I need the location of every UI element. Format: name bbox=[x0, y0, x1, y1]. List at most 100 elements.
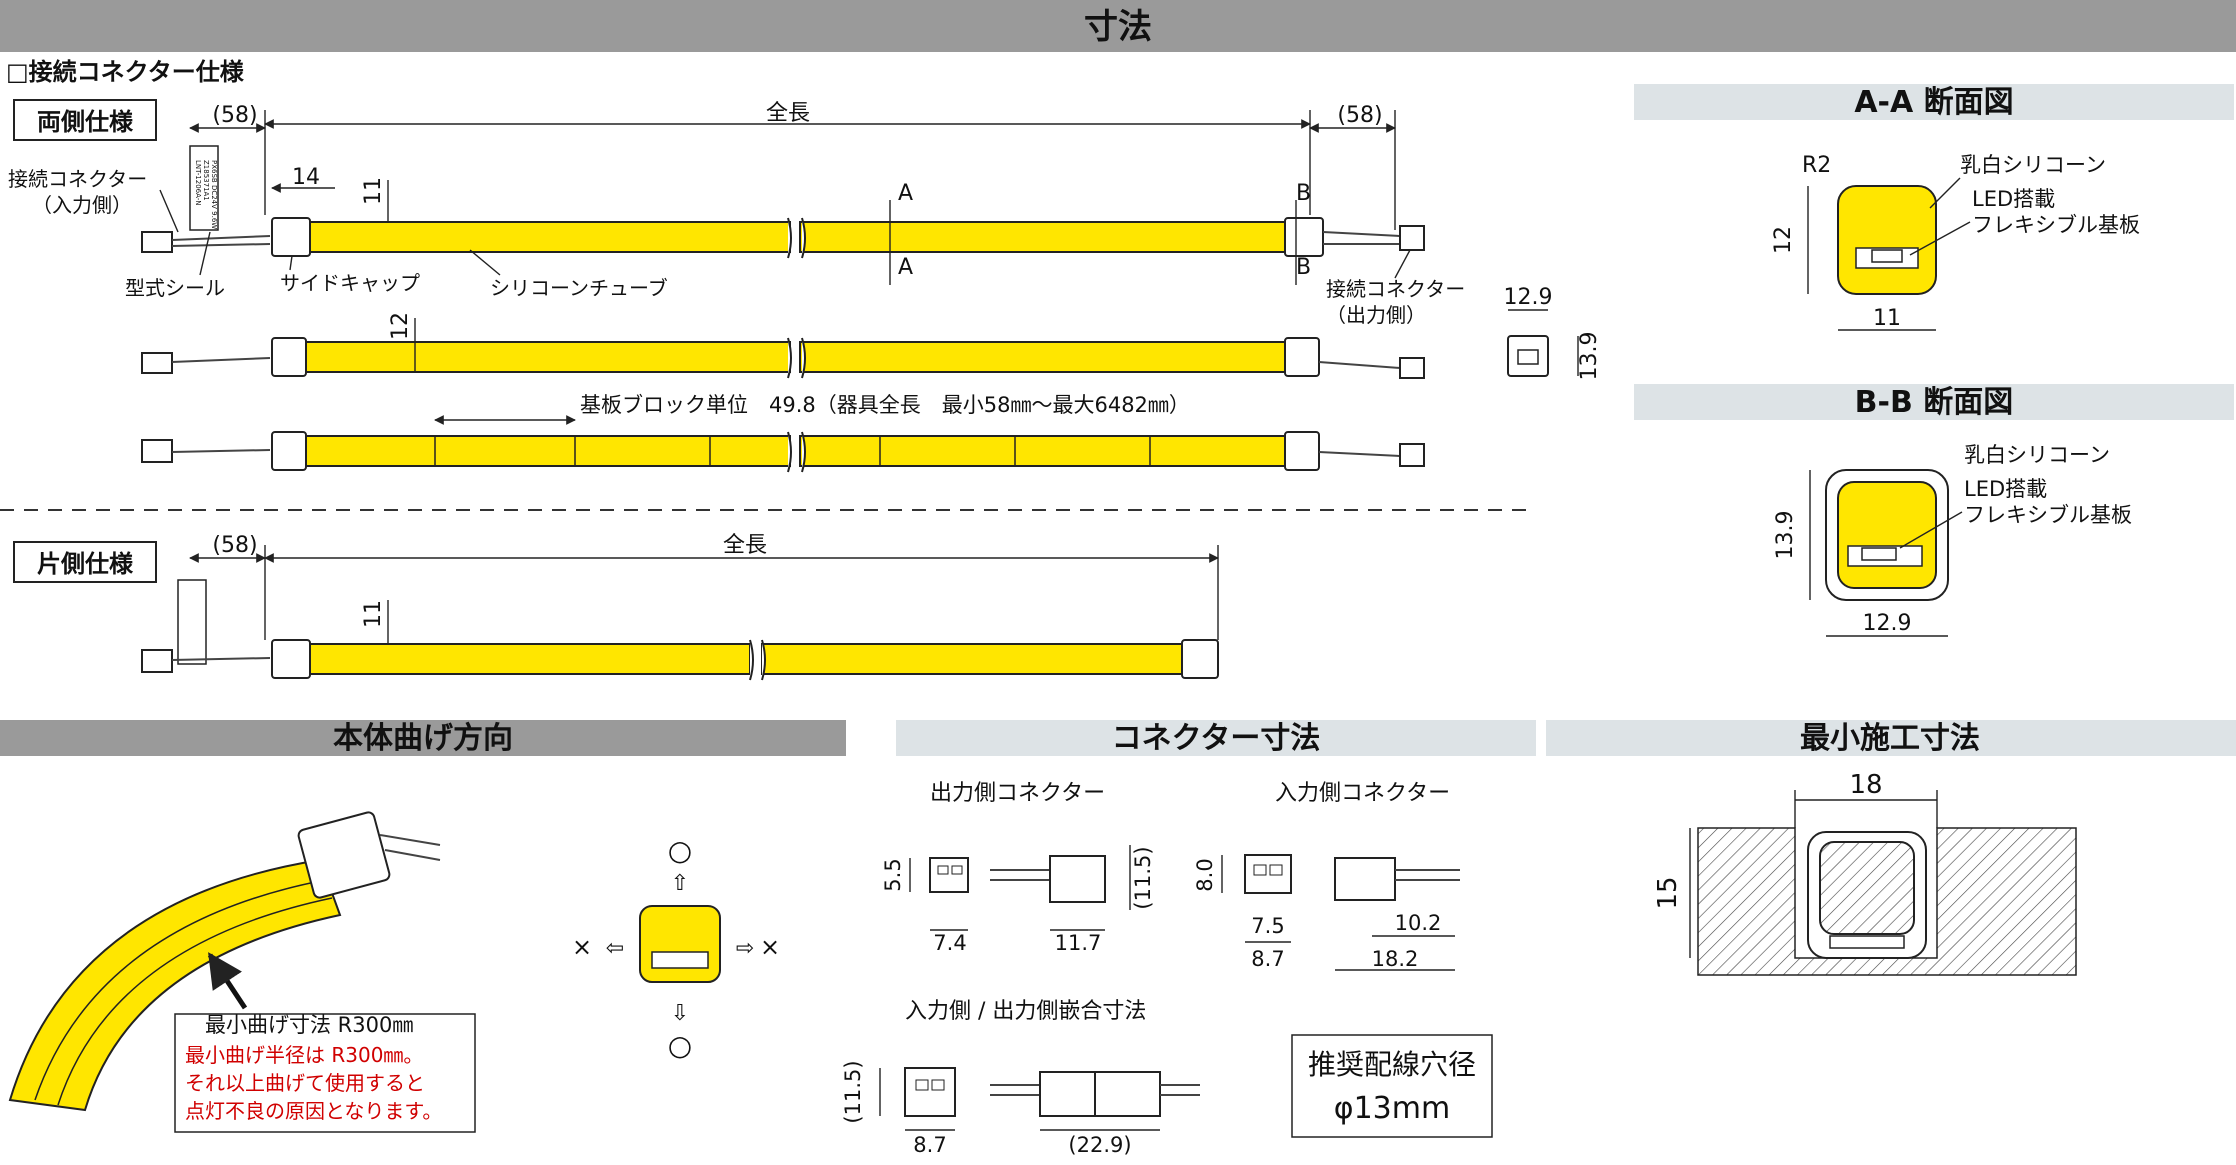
page-title: 寸法 bbox=[1084, 7, 1152, 47]
fit-title: 入力側 / 出力側嵌合寸法 bbox=[905, 999, 1146, 1024]
install-pcb bbox=[1829, 935, 1905, 949]
svg-text:PX6SB DC24V 9.6W: PX6SB DC24V 9.6W bbox=[210, 160, 218, 229]
wire-2 bbox=[171, 357, 271, 363]
block-dividers bbox=[434, 436, 1151, 466]
section-bb-header bbox=[1634, 384, 2234, 420]
dim-58-left: (58) bbox=[212, 103, 257, 128]
model-seal bbox=[189, 145, 219, 231]
leader bbox=[159, 189, 179, 233]
model-seal-label: 型式シール bbox=[125, 276, 225, 300]
input-connector-plug-2 bbox=[141, 649, 173, 673]
input-connector-title: 入力側コネクター bbox=[1275, 781, 1450, 806]
label-b-top: B bbox=[1296, 181, 1311, 206]
hole-label: 推奨配線穴径 bbox=[1308, 1048, 1476, 1081]
dim-14: 14 bbox=[292, 165, 320, 190]
connector-plug-2 bbox=[141, 352, 173, 374]
fit-wire-r bbox=[1160, 1084, 1200, 1096]
out-wire bbox=[990, 869, 1050, 881]
fit-pin bbox=[915, 1079, 929, 1091]
break-mark bbox=[787, 431, 806, 473]
output-wire bbox=[1322, 231, 1401, 245]
in-conn-body bbox=[1334, 857, 1396, 901]
input-wire-2 bbox=[171, 657, 271, 661]
leader bbox=[469, 249, 501, 276]
out-pin bbox=[937, 865, 949, 875]
leader bbox=[1909, 221, 1971, 256]
bend-warn-1: 最小曲げ半径は R300㎜。 bbox=[185, 1043, 423, 1067]
arrow-left-icon: ⇦ bbox=[606, 936, 624, 961]
fit-len: (22.9) bbox=[1068, 1133, 1131, 1157]
led-strip-3a bbox=[305, 435, 791, 467]
bend-ok-up: ○ bbox=[668, 834, 692, 867]
cap-h: 13.9 bbox=[1577, 332, 1602, 381]
side-cap-3l bbox=[271, 431, 307, 471]
bend-title: 本体曲げ方向 bbox=[333, 721, 513, 756]
out-conn-face bbox=[929, 857, 969, 893]
cap-w: 12.9 bbox=[1504, 285, 1553, 310]
led-strip-4b bbox=[761, 643, 1183, 675]
input-connector-plug bbox=[141, 231, 173, 253]
side-cap-2l bbox=[271, 337, 307, 377]
leader bbox=[289, 255, 293, 271]
side-cap-label: サイドキャップ bbox=[280, 271, 420, 295]
install-h: 15 bbox=[1653, 876, 1683, 909]
side-cap-slot bbox=[1517, 349, 1539, 365]
led-strip-2b bbox=[799, 341, 1286, 373]
in-pin bbox=[1269, 864, 1283, 876]
output-connector-title: 出力側コネクター bbox=[930, 781, 1105, 806]
bend-warn-2: それ以上曲げて使用すると bbox=[185, 1071, 425, 1095]
hole-box bbox=[1291, 1034, 1493, 1138]
out-len: 11.7 bbox=[1055, 931, 1102, 955]
aa-milky: 乳白シリコーン bbox=[1960, 153, 2106, 177]
leader bbox=[199, 231, 211, 276]
end-cap-one-r bbox=[1181, 639, 1219, 679]
led-strip-1a bbox=[309, 221, 791, 253]
section-bb-title: B-B 断面図 bbox=[1855, 385, 2014, 420]
output-connector-plug bbox=[1399, 225, 1425, 251]
side-cap-2r bbox=[1284, 337, 1320, 377]
title-bar bbox=[0, 0, 2236, 52]
bend-profile bbox=[639, 905, 721, 983]
dim-11-b: 11 bbox=[361, 600, 386, 628]
fit-pin bbox=[931, 1079, 945, 1091]
aa-led1: LED搭載 bbox=[1972, 187, 2055, 211]
bb-milky: 乳白シリコーン bbox=[1964, 443, 2110, 467]
connector-plug-3 bbox=[141, 439, 173, 463]
led-strip-1b bbox=[799, 221, 1286, 253]
arrow-up-icon: ⇧ bbox=[671, 871, 689, 896]
install-header bbox=[1546, 720, 2236, 756]
connector-dims-title: コネクター寸法 bbox=[1112, 721, 1321, 756]
one-side-label: 片側仕様 bbox=[37, 550, 134, 578]
dim-12: 12 bbox=[388, 312, 413, 340]
led-strip-3b bbox=[799, 435, 1286, 467]
out-h: 5.5 bbox=[881, 858, 905, 891]
label-b-bottom: B bbox=[1296, 255, 1311, 280]
bend-header bbox=[0, 720, 846, 756]
connector-plug-3r bbox=[1399, 443, 1425, 467]
both-side-box bbox=[13, 99, 157, 141]
output-connector-label-1: 接続コネクター bbox=[1326, 277, 1465, 301]
section-aa-title: A-A 断面図 bbox=[1854, 85, 2013, 120]
bb-h: 13.9 bbox=[1773, 511, 1798, 560]
bend-min-radius: 最小曲げ寸法 R300㎜ bbox=[205, 1013, 413, 1037]
bend-warn-3: 点灯不良の原因となります。 bbox=[185, 1099, 442, 1123]
hole-size: φ13mm bbox=[1334, 1091, 1450, 1126]
leader bbox=[1394, 249, 1411, 279]
out-pin bbox=[951, 865, 963, 875]
aa-w: 11 bbox=[1873, 306, 1901, 331]
aa-led2: フレキシブル基板 bbox=[1972, 213, 2140, 237]
aa-profile bbox=[1837, 185, 1937, 295]
section-aa-header bbox=[1634, 84, 2234, 120]
bend-ng-left: × bbox=[572, 933, 592, 961]
out-conn-body bbox=[1049, 855, 1106, 903]
in-conn-face bbox=[1244, 854, 1292, 894]
side-cap-right bbox=[1284, 217, 1324, 257]
one-side-box bbox=[13, 541, 157, 583]
side-cap-left bbox=[271, 217, 311, 257]
dim-58-one: (58) bbox=[212, 533, 257, 558]
wire-3r bbox=[1318, 451, 1401, 457]
side-cap-one-l bbox=[271, 639, 311, 679]
fit-face bbox=[904, 1067, 956, 1117]
bend-ng-right: × bbox=[760, 933, 780, 961]
